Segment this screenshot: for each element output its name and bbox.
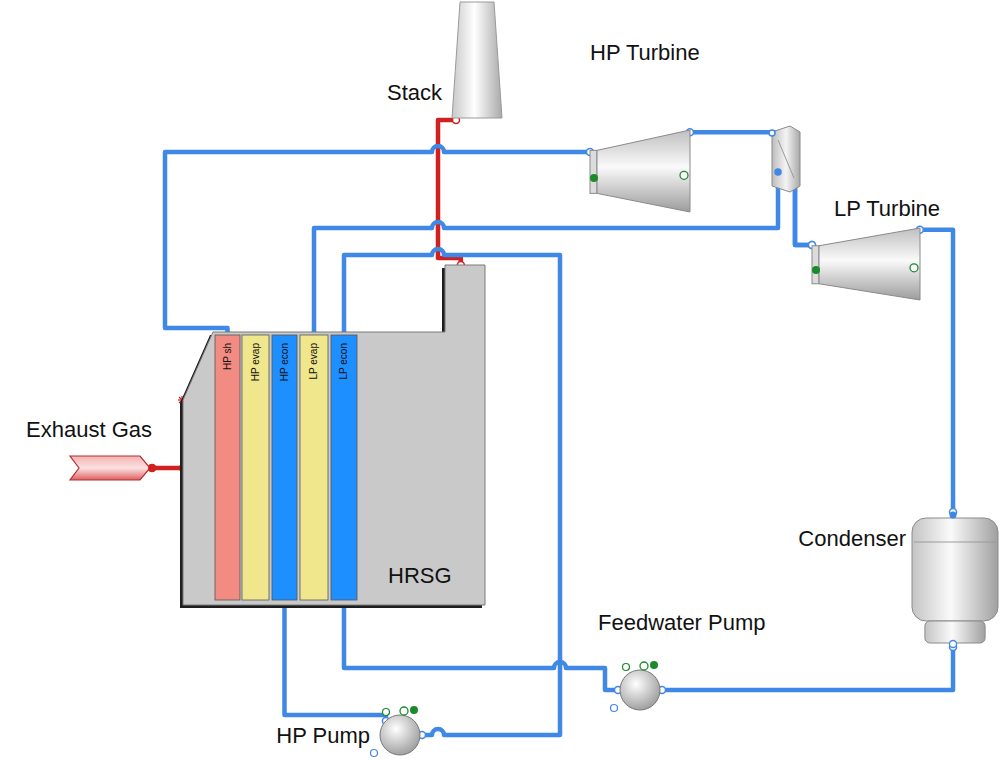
stack-shape xyxy=(452,0,502,120)
pipe-line xyxy=(438,120,461,265)
component-label: Stack xyxy=(387,80,442,106)
gas-duct xyxy=(438,117,464,269)
water-steam-pipe xyxy=(165,146,594,338)
superheater-band: HP sh xyxy=(215,335,240,600)
mixer-symbol xyxy=(769,126,800,192)
component-label: LP Turbine xyxy=(834,196,940,222)
pipe-line xyxy=(152,466,183,471)
component-label: Condenser xyxy=(798,526,906,552)
evaporator-band: LP evap xyxy=(300,335,328,600)
component-label: Feedwater Pump xyxy=(598,610,766,636)
exhaust-inlet: Exhaust Gas xyxy=(70,453,152,483)
superheater-band-shape xyxy=(215,335,240,600)
feedwater-pump-shape xyxy=(618,668,662,712)
feedwater-pump: Feedwater Pump xyxy=(618,668,662,712)
hp-turbine: HP Turbine xyxy=(590,128,692,214)
economizer-band: HP econ xyxy=(272,335,297,600)
hrsg-casing: HRSG HP sh HP evap HP econ LP evap LP econ xyxy=(183,265,485,605)
pipe-line xyxy=(920,230,953,512)
band-label: HP evap xyxy=(250,343,262,381)
water-steam-pipe xyxy=(916,226,956,515)
pipe-line xyxy=(662,647,953,690)
lp-turbine-shape xyxy=(812,226,922,302)
hp-pump: HP Pump xyxy=(378,713,422,757)
stack: Stack xyxy=(452,0,502,120)
condenser: Condenser xyxy=(912,512,998,647)
pipe-line xyxy=(344,600,618,690)
pipe-line xyxy=(165,146,590,335)
lp-turbine: LP Turbine xyxy=(812,226,922,302)
band-label: LP econ xyxy=(338,343,350,380)
band-label: LP evap xyxy=(308,343,320,380)
pipe-line xyxy=(285,600,386,721)
water-steam-pipe xyxy=(341,597,622,694)
condenser-shape xyxy=(912,512,998,647)
pipe-port xyxy=(149,465,156,472)
economizer-band: LP econ xyxy=(331,335,357,600)
water-steam-pipe xyxy=(281,597,389,725)
hp-turbine-shape xyxy=(590,128,692,214)
exhaust-inlet-shape xyxy=(70,453,152,483)
band-label: HP sh xyxy=(222,343,234,370)
evaporator-band: HP evap xyxy=(242,335,269,600)
component-label: Exhaust Gas xyxy=(26,417,152,443)
water-steam-pipe xyxy=(659,644,957,694)
component-label: HRSG xyxy=(388,563,452,589)
component-label: HP Turbine xyxy=(590,40,700,66)
component-label: HP Pump xyxy=(276,723,370,749)
band-label: HP econ xyxy=(279,343,291,381)
hp-pump-shape xyxy=(378,713,422,757)
